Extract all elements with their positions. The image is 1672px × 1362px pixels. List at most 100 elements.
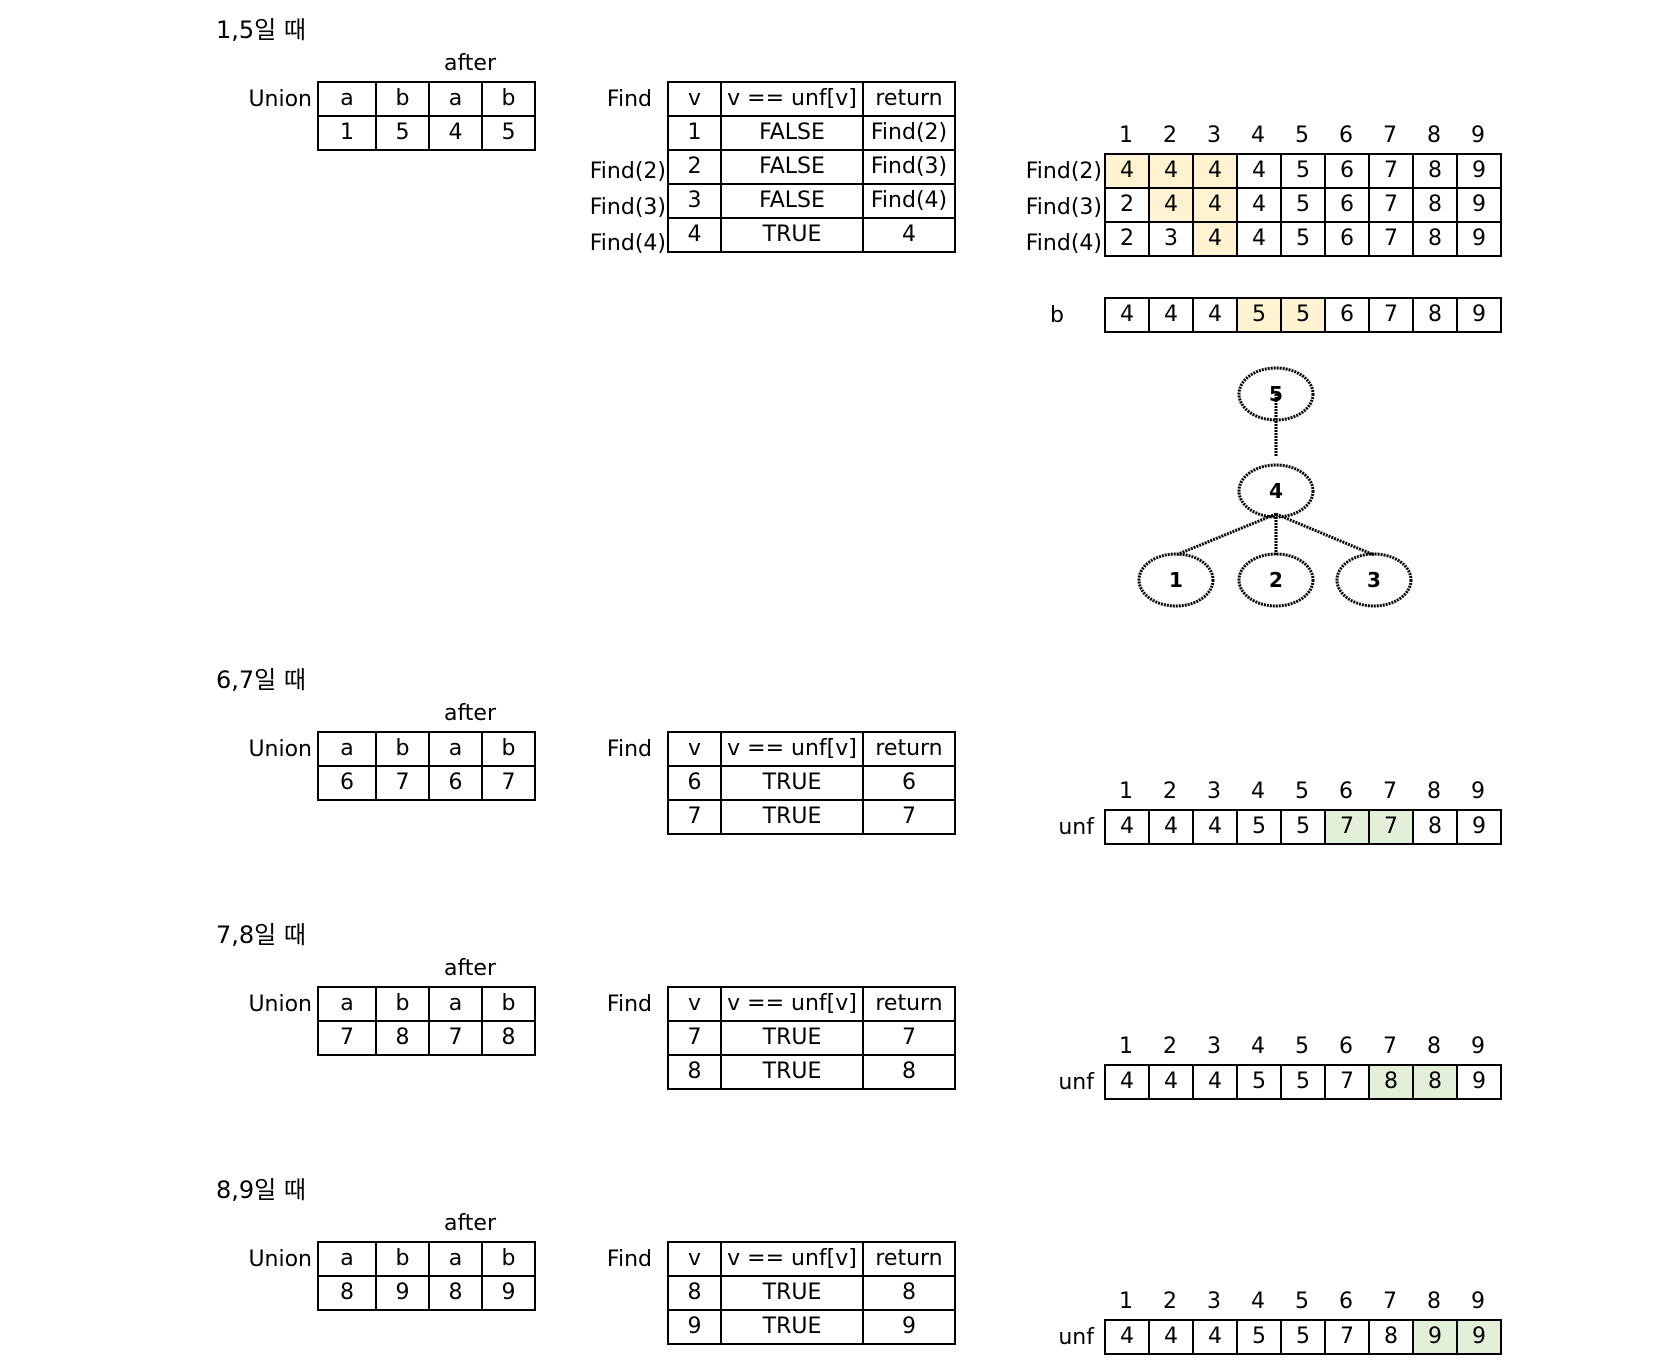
table-cell: 7 [667,799,722,835]
array-index: 9 [1471,123,1485,148]
array-index: 5 [1295,779,1309,804]
array-cell: 4 [1192,1319,1238,1355]
table-row: 8 TRUE 8 [667,1054,956,1090]
table-cell: TRUE [720,1275,864,1311]
table-cell: b [375,731,430,767]
array-index: 4 [1251,1034,1265,1059]
find-table: v v == unf[v] return 1 FALSE Find(2) 2 F… [667,81,956,253]
tree-node-label: 4 [1269,479,1283,503]
table-cell: 7 [481,765,536,801]
array-index: 4 [1251,779,1265,804]
array-cell: 4 [1104,297,1150,333]
array-row-label: Find(4) [1025,231,1102,256]
array-cell: 4 [1104,1064,1150,1100]
union-label: Union [248,992,312,1017]
tree-node-label: 5 [1269,382,1283,406]
table-row: v v == unf[v] return [667,1241,956,1277]
table-cell: a [428,986,483,1022]
array-cell: 4 [1104,809,1150,845]
table-row: 7 TRUE 7 [667,799,956,835]
table-cell: Find(4) [862,183,956,219]
table-row: a b a b [317,986,536,1022]
array-cell: 8 [1368,1064,1414,1100]
table-row: 8 TRUE 8 [667,1275,956,1311]
array-index: 8 [1427,123,1441,148]
table-row: a b a b [317,731,536,767]
array-cell: 4 [1236,153,1282,189]
array-row-label: unf [1058,815,1094,840]
table-cell: b [375,81,430,117]
tree-node [1237,552,1315,608]
table-cell: 6 [317,765,377,801]
array-index: 8 [1427,1289,1441,1314]
array-cell: 8 [1412,809,1458,845]
array-cell: 9 [1456,187,1502,223]
union-find-tree: 5 4 1 2 3 [1137,366,1413,608]
table-cell: Find(2) [862,115,956,151]
table-cell: 8 [862,1054,956,1090]
array-indices: 1 2 3 4 5 6 7 8 9 [1104,118,1500,154]
array-index: 7 [1383,779,1397,804]
array-cell: 5 [1280,297,1326,333]
table-row: 6 TRUE 6 [667,765,956,801]
array-cell: 5 [1236,1319,1282,1355]
array-index: 3 [1207,779,1221,804]
array-cell: 4 [1236,187,1282,223]
table-cell: return [862,986,956,1022]
array-cell: 4 [1236,221,1282,257]
table-cell: 9 [862,1309,956,1345]
table-cell: 7 [862,1020,956,1056]
array-index: 8 [1427,1034,1441,1059]
table-cell: 6 [428,765,483,801]
section-title: 7,8일 때 [216,921,306,949]
section-title: 6,7일 때 [216,666,306,694]
array-index: 1 [1119,123,1133,148]
section-title: 1,5일 때 [216,16,306,44]
table-cell: 8 [667,1275,722,1311]
array-cell: 6 [1324,297,1370,333]
array-cell: 7 [1324,1319,1370,1355]
table-cell: 8 [481,1020,536,1056]
array-index: 2 [1163,1034,1177,1059]
array-cell: 7 [1324,1064,1370,1100]
after-label: after [443,956,497,981]
array-index: 5 [1295,1289,1309,1314]
table-cell: b [481,731,536,767]
find-row-label: Find(3) [589,195,666,220]
table-cell: a [317,81,377,117]
table-cell: b [375,986,430,1022]
array-cell: 7 [1324,809,1370,845]
table-cell: return [862,81,956,117]
array-index: 4 [1251,123,1265,148]
table-cell: 4 [667,217,722,253]
array-cell: 4 [1148,297,1194,333]
table-cell: 9 [667,1309,722,1345]
array-index: 1 [1119,779,1133,804]
array-indices: 1 2 3 4 5 6 7 8 9 [1104,1029,1500,1065]
find-row-label [580,118,666,154]
table-cell: v == unf[v] [720,1241,864,1277]
table-cell: 3 [667,183,722,219]
b-row-label: b [1050,303,1064,328]
array-cell: 6 [1324,187,1370,223]
table-cell: 9 [481,1275,536,1311]
array-index: 3 [1207,123,1221,148]
table-cell: a [428,1241,483,1277]
find-label: Find [606,737,652,762]
array-cell: 2 [1104,187,1150,223]
table-cell: 7 [428,1020,483,1056]
array-cell: 4 [1192,221,1238,257]
array-index: 8 [1427,779,1441,804]
array-indices: 1 2 3 4 5 6 7 8 9 [1104,774,1500,810]
array-index: 2 [1163,779,1177,804]
table-cell: 4 [428,115,483,151]
find-row-labels: Find(2) Find(3) Find(4) [580,118,666,262]
array-cell: 5 [1280,221,1326,257]
table-cell: TRUE [720,217,864,253]
table-cell: v == unf[v] [720,731,864,767]
table-cell: b [481,1241,536,1277]
array-cell: 9 [1456,1319,1502,1355]
